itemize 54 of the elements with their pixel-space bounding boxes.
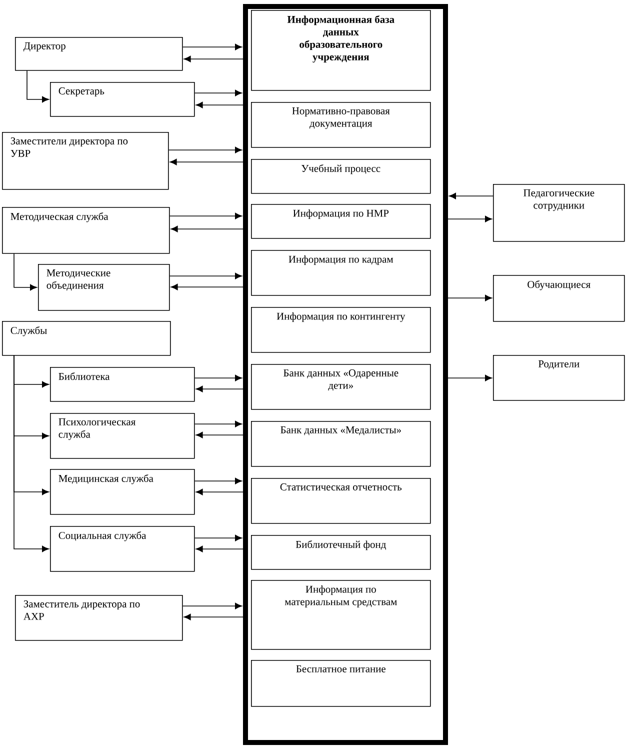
process-box: Информация по материальным средствам: [251, 580, 431, 650]
arrow: [194, 478, 242, 484]
process-box: Методическая служба: [2, 207, 170, 254]
process-box: Учебный процесс: [251, 159, 431, 194]
process-box: Бесплатное питание: [251, 660, 431, 707]
process-box: Медицинская служба: [50, 469, 195, 515]
arrow: [169, 212, 242, 220]
arrow: [448, 294, 492, 302]
process-box: Информация по НМР: [251, 204, 431, 239]
frame: [243, 4, 448, 745]
arrow: [182, 44, 242, 50]
process-box: Заместитель директора по АХР: [15, 595, 183, 641]
arrow: [184, 56, 244, 62]
arrow: [194, 374, 242, 382]
process-box: Библиотечный фонд: [251, 535, 431, 570]
process-box: Директор: [15, 37, 183, 71]
arrow: [194, 420, 242, 428]
process-box: Секретарь: [50, 82, 195, 117]
arrow: [170, 284, 244, 290]
arrow: [170, 226, 244, 232]
arrow: [449, 192, 494, 200]
process-box: Информация по контингенту: [251, 307, 431, 353]
title-box: Информационная база данных образовательного учреждения: [251, 10, 431, 91]
process-box: Методические объединения: [38, 264, 170, 311]
process-box: Родители: [493, 355, 625, 401]
arrow: [168, 146, 242, 154]
arrow: [196, 102, 244, 108]
arrow: [196, 546, 244, 552]
arrow: [170, 158, 244, 166]
process-box: Службы: [2, 321, 171, 356]
arrow: [14, 355, 49, 552]
process-box: Педагогические сотрудники: [493, 184, 625, 242]
arrow: [169, 272, 242, 280]
arrow: [26, 70, 49, 103]
arrow: [448, 374, 492, 382]
process-box: Социальная служба: [50, 526, 195, 572]
arrow: [184, 614, 244, 620]
process-box: Библиотека: [50, 367, 195, 402]
process-box: Информация по кадрам: [251, 250, 431, 296]
arrow: [194, 90, 242, 96]
arrow: [14, 253, 37, 291]
process-box: Статистическая отчетность: [251, 478, 431, 524]
process-box: Заместители директора по УВР: [2, 132, 169, 190]
arrow: [196, 488, 244, 496]
process-box: Обучающиеся: [493, 275, 625, 322]
arrow: [196, 386, 244, 392]
process-box: Банк данных «Одаренные дети»: [251, 364, 431, 410]
arrow: [196, 432, 244, 438]
arrow: [182, 602, 242, 610]
process-box: Банк данных «Медалисты»: [251, 421, 431, 467]
process-box: Нормативно-правовая документация: [251, 102, 431, 148]
process-box: Психологическая служба: [50, 413, 195, 459]
arrow: [448, 216, 492, 222]
arrow: [194, 534, 242, 542]
